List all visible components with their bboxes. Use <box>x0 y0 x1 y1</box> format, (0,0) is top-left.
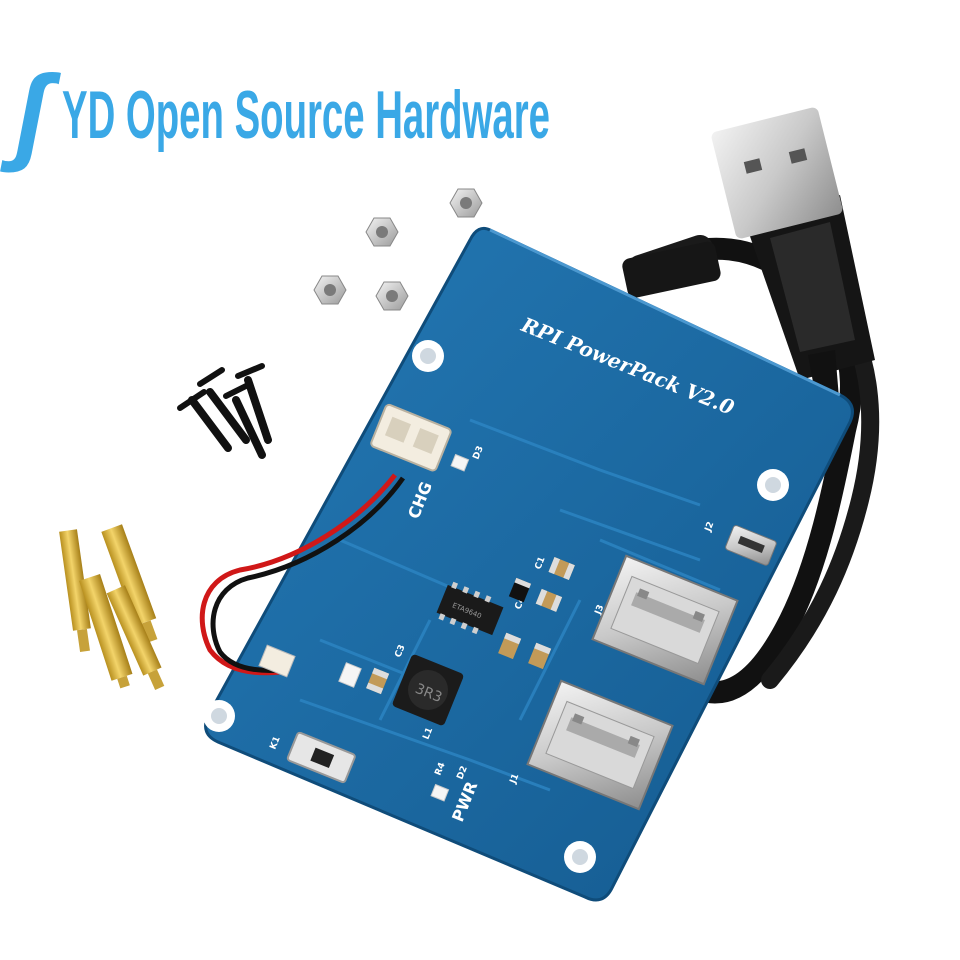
hex-nuts <box>313 188 483 311</box>
label-l1: L1 <box>422 726 436 741</box>
battery-wires <box>199 473 406 678</box>
watermark: ʃ YD Open Source Hardware <box>0 52 550 173</box>
inductor: 3R3 <box>392 654 464 726</box>
label-r4: R4 <box>434 761 448 777</box>
label-c3: C3 <box>394 643 408 659</box>
usb-a-metal-shell <box>711 107 843 239</box>
brass-standoffs <box>59 524 165 690</box>
smd-components <box>338 453 575 802</box>
label-c1: C1 <box>534 555 548 571</box>
micro-usb-port <box>725 525 777 566</box>
label-j1: J1 <box>508 772 521 786</box>
watermark-text: YD Open Source Hardware <box>62 77 550 153</box>
usb-a-port-lower <box>526 679 674 811</box>
mounting-holes <box>203 340 789 873</box>
battery-connector <box>370 403 452 472</box>
power-switch <box>286 731 356 784</box>
label-d2: D2 <box>456 765 470 781</box>
label-k1: K1 <box>269 735 283 751</box>
watermark-logo-glyph: ʃ <box>0 52 61 173</box>
label-j2: J2 <box>703 520 716 534</box>
pcb-board: RPI PowerPack V2.0 CHG PWR D3 D2 R4 C3 L… <box>199 226 854 902</box>
micro-usb-plug <box>622 241 721 298</box>
screws <box>177 363 272 459</box>
ic-chip: ETA9640 <box>436 581 504 636</box>
label-d3: D3 <box>472 445 486 461</box>
usb-a-port-upper <box>591 554 739 686</box>
